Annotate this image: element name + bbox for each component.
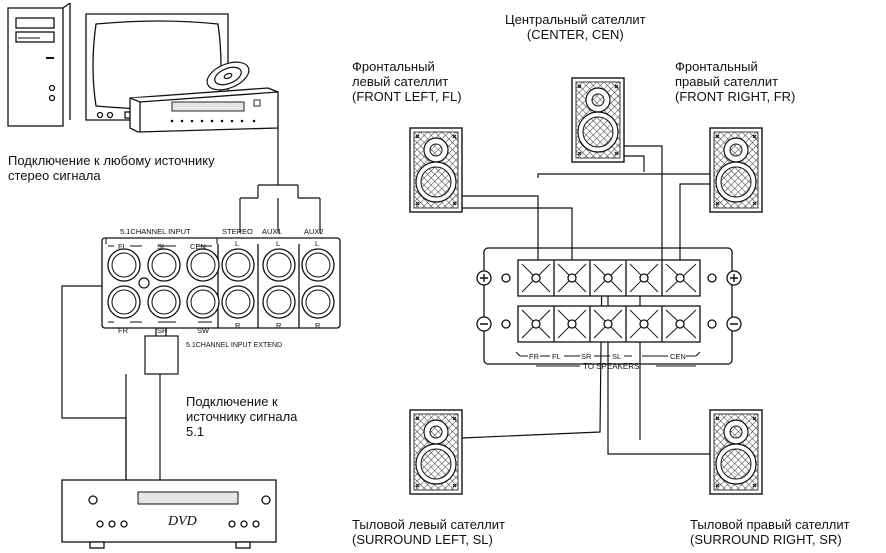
label-51-source-line1: Подключение к bbox=[186, 394, 278, 409]
label-front-left-speaker: Фронтальный левый сателлит (FRONT LEFT, … bbox=[352, 59, 462, 104]
cd-player-icon bbox=[129, 87, 279, 133]
label-front-right-line2: правый сателлит bbox=[675, 74, 779, 89]
label-51-source-line2: источнику сигнала bbox=[186, 409, 298, 424]
label-center-speaker: Центральный сателлит (CENTER, CEN) bbox=[505, 12, 646, 42]
rca-jacks bbox=[107, 248, 335, 319]
label-front-left-line1: Фронтальный bbox=[352, 59, 435, 74]
stereo-cable bbox=[239, 128, 321, 233]
label-51-source: Подключение к источнику сигнала 5.1 bbox=[186, 394, 297, 439]
jack-label-sw: SW bbox=[197, 326, 210, 335]
label-surround-left-speaker: Тыловой левый сателлит (SURROUND LEFT, S… bbox=[352, 517, 505, 547]
label-stereo-source: Подключение к любому источнику стерео си… bbox=[8, 153, 215, 183]
input-title-stereo: STEREO bbox=[222, 227, 253, 236]
label-stereo-source-line2: стерео сигнала bbox=[8, 168, 101, 183]
jack-label-cen: CEN bbox=[190, 242, 206, 251]
label-surround-right-line1: Тыловой правый сателлит bbox=[690, 517, 850, 532]
monitor-icon bbox=[85, 13, 229, 121]
label-front-left-line2: левый сателлит bbox=[352, 74, 449, 89]
terminal-label-cen: CEN bbox=[670, 352, 686, 361]
input-extend-label: 5.1CHANNEL INPUT EXTEND bbox=[186, 342, 282, 349]
label-surround-left-line2: (SURROUND LEFT, SL) bbox=[352, 532, 493, 547]
jack-label-sl: SL bbox=[157, 242, 166, 251]
input-panel bbox=[101, 237, 341, 329]
speaker-terminal-panel bbox=[476, 247, 742, 367]
speaker-front-right-icon bbox=[709, 127, 763, 213]
terminal-label-fr: FR bbox=[529, 352, 540, 361]
label-stereo-source-line1: Подключение к любому источнику bbox=[8, 153, 215, 168]
jack-label-aux2-r: R bbox=[315, 321, 321, 330]
speaker-center-icon bbox=[571, 77, 625, 163]
cd-disc-icon bbox=[206, 61, 250, 91]
label-center-line1: Центральный сателлит bbox=[505, 12, 646, 27]
jack-label-aux2-l: L bbox=[315, 239, 319, 248]
terminal-label-sl: SL bbox=[612, 352, 621, 361]
speaker-surround-left-icon bbox=[409, 409, 463, 495]
jack-label-fr: FR bbox=[118, 326, 129, 335]
label-front-right-line3: (FRONT RIGHT, FR) bbox=[675, 89, 796, 104]
speaker-wires bbox=[461, 145, 710, 455]
jack-label-stereo-r: R bbox=[235, 321, 241, 330]
speaker-front-left-icon bbox=[409, 127, 463, 213]
jack-label-stereo-l: L bbox=[235, 239, 239, 248]
label-front-right-line1: Фронтальный bbox=[675, 59, 758, 74]
label-front-right-speaker: Фронтальный правый сателлит (FRONT RIGHT… bbox=[675, 59, 795, 104]
to-speakers-label: TO SPEAKERS bbox=[583, 362, 639, 371]
label-surround-right-line2: (SURROUND RIGHT, SR) bbox=[690, 532, 842, 547]
label-front-left-line3: (FRONT LEFT, FL) bbox=[352, 89, 462, 104]
jack-label-fl: FL bbox=[118, 242, 127, 251]
dvd-label: DVD bbox=[167, 514, 197, 529]
input-title-aux2: AUX2 bbox=[304, 227, 324, 236]
jack-label-aux1-r: R bbox=[276, 321, 282, 330]
label-surround-right-speaker: Тыловой правый сателлит (SURROUND RIGHT,… bbox=[690, 517, 850, 547]
label-surround-left-line1: Тыловой левый сателлит bbox=[352, 517, 505, 532]
input-title-51: 5.1CHANNEL INPUT bbox=[120, 227, 191, 236]
label-center-line2: (CENTER, CEN) bbox=[526, 27, 624, 42]
jack-label-sr: SR bbox=[157, 326, 168, 335]
jack-label-aux1-l: L bbox=[276, 239, 280, 248]
dvd-cables bbox=[61, 285, 179, 482]
label-51-source-line3: 5.1 bbox=[186, 424, 205, 439]
input-title-aux1: AUX1 bbox=[262, 227, 282, 236]
pc-tower-icon bbox=[7, 2, 71, 127]
dvd-player-icon bbox=[61, 479, 277, 549]
speaker-surround-right-icon bbox=[709, 409, 763, 495]
terminal-label-fl: FL bbox=[552, 352, 561, 361]
terminal-label-sr: SR bbox=[581, 352, 592, 361]
